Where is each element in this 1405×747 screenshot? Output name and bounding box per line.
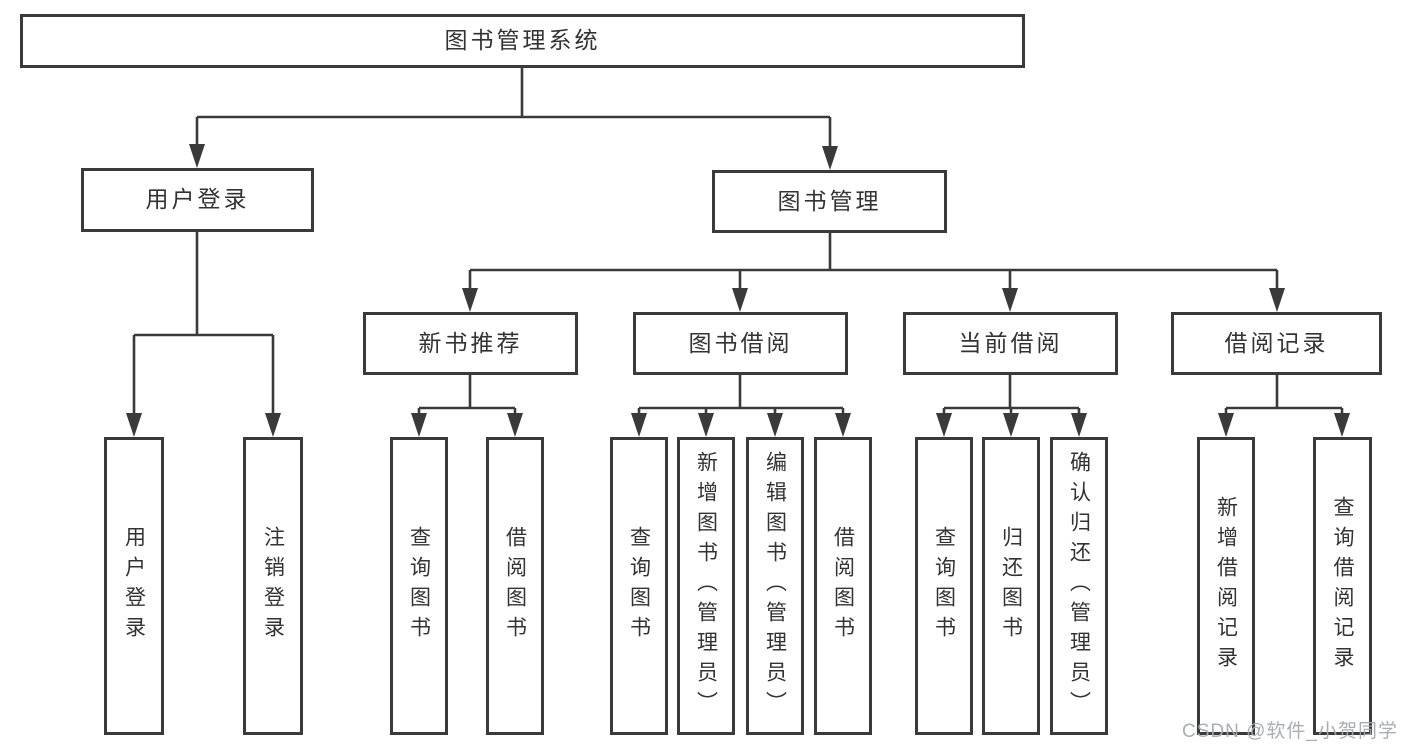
connector-root-to-level2 — [189, 68, 838, 170]
connector-new-book-to-leaves — [411, 375, 523, 437]
node-book-management: 图书管理 — [712, 170, 947, 233]
node-borrowing-query-books: 查询图书 — [610, 437, 668, 735]
node-return-books: 归还图书 — [982, 437, 1040, 735]
connector-book-mgmt-to-level3 — [462, 233, 1285, 312]
csdn-watermark: CSDN @软件_小贺同学 — [1182, 721, 1398, 742]
node-edit-book-admin: 编辑图书（管理员） — [746, 437, 804, 735]
node-current-borrowing: 当前借阅 — [903, 312, 1118, 375]
node-logout: 注销登录 — [243, 437, 303, 735]
node-newbook-borrow-books: 借阅图书 — [486, 437, 544, 735]
node-query-borrow-record: 查询借阅记录 — [1313, 437, 1372, 735]
node-add-book-admin: 新增图书（管理员） — [677, 437, 735, 735]
node-new-book-recommend: 新书推荐 — [363, 312, 578, 375]
node-current-query-books: 查询图书 — [915, 437, 973, 735]
connector-user-login-to-leaves — [126, 232, 281, 437]
connector-borrow-records-to-leaves — [1218, 375, 1350, 437]
node-borrowing-records: 借阅记录 — [1171, 312, 1382, 375]
connector-book-borrow-to-leaves — [631, 375, 851, 437]
node-user-login-leaf: 用户登录 — [104, 437, 164, 735]
connector-current-borrow-to-leaves — [936, 375, 1087, 437]
node-user-login: 用户登录 — [81, 168, 314, 232]
node-add-borrow-record: 新增借阅记录 — [1197, 437, 1255, 735]
node-newbook-query-books: 查询图书 — [390, 437, 448, 735]
node-confirm-return-admin: 确认归还（管理员） — [1050, 437, 1108, 735]
node-library-system: 图书管理系统 — [20, 14, 1025, 68]
node-borrowing-borrow-books: 借阅图书 — [814, 437, 872, 735]
node-book-borrowing: 图书借阅 — [633, 312, 848, 375]
